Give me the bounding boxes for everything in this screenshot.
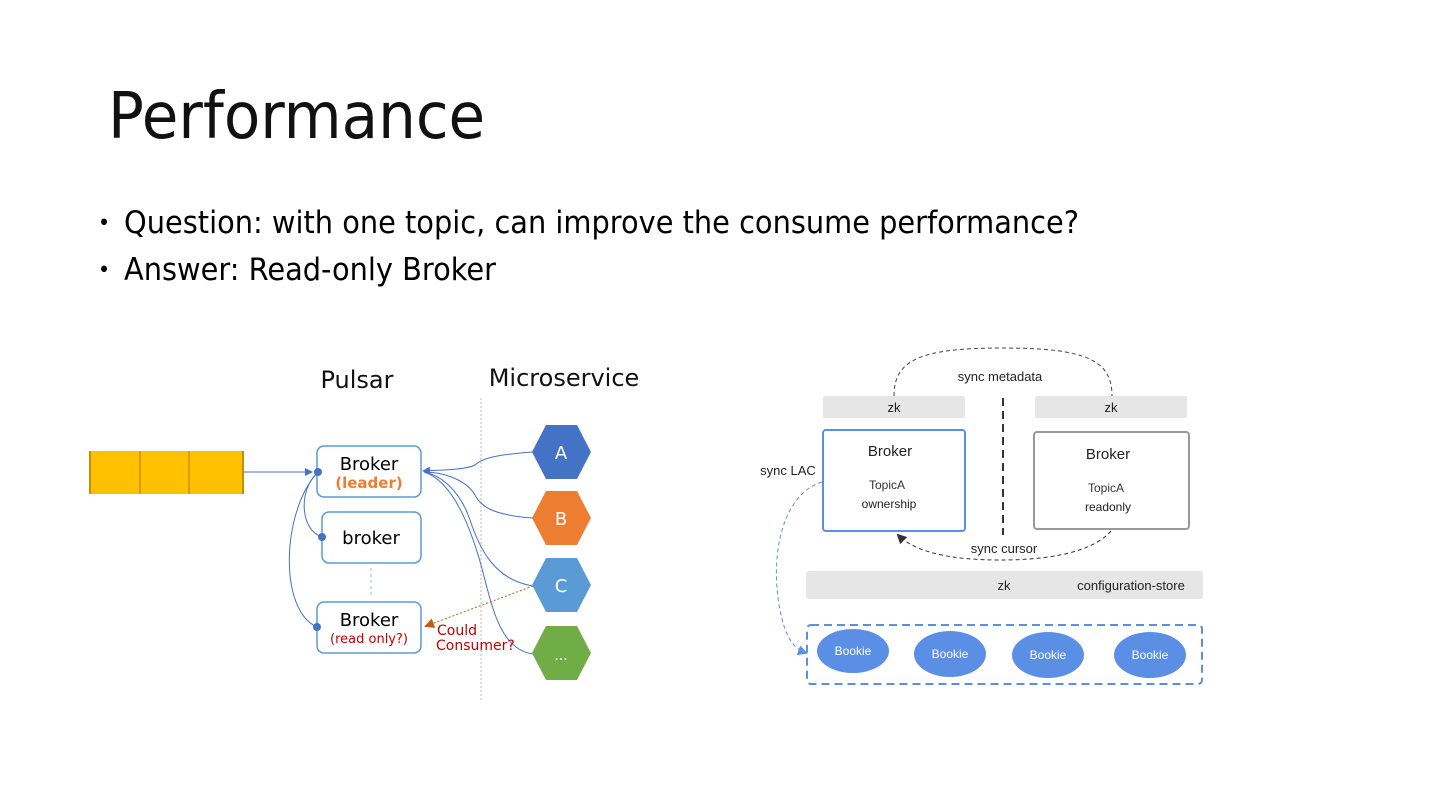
annotation-line-1: Could — [437, 623, 477, 639]
broker-connector-dot — [318, 533, 326, 541]
service-label: B — [555, 509, 567, 530]
bookie-cluster — [806, 624, 1203, 685]
bookie-label: Bookie — [932, 647, 969, 661]
broker-owner-role: ownership — [862, 497, 917, 511]
broker-readonly-role-right: readonly — [1085, 500, 1131, 514]
bullet-text: Answer: Read-only Broker — [124, 252, 497, 288]
broker-readonly-role: (read only?) — [330, 632, 408, 647]
broker-readonly-topic: TopicA — [1088, 481, 1124, 495]
hexagon-icon — [532, 626, 591, 680]
config-zk-label: zk — [998, 578, 1012, 593]
queue-body — [89, 451, 244, 494]
service-a[interactable]: A — [532, 425, 591, 479]
service-label: C — [555, 576, 568, 597]
bookie-node[interactable]: Bookie — [914, 631, 986, 677]
microservice-label: Microservice — [489, 364, 640, 392]
left-diagram: Pulsar Microservice Broker (leader) brok… — [89, 364, 639, 700]
sync-cursor-arrow — [896, 530, 1112, 561]
broker-leader-role: (leader) — [335, 474, 402, 492]
sync-cursor-label: sync cursor — [971, 541, 1038, 556]
readonly-connector-dot — [313, 623, 321, 631]
service-c-link — [423, 471, 534, 587]
sync-metadata-label: sync metadata — [958, 369, 1043, 384]
bullet-text: Question: with one topic, can improve th… — [124, 205, 1080, 241]
sync-metadata-arc — [893, 347, 1113, 397]
hexagon-icon — [532, 491, 591, 545]
consumer-links — [422, 451, 534, 655]
bookie-ellipse — [1114, 632, 1186, 678]
broker-readonly-title: Broker — [1086, 446, 1130, 463]
zk-right-bar — [1035, 396, 1187, 418]
broker-owner-topic: TopicA — [869, 478, 905, 492]
bookie-label: Bookie — [1030, 648, 1067, 662]
broker-name: broker — [342, 528, 400, 549]
zk-left-bar — [823, 396, 965, 418]
bullet-question: • Question: with one topic, can improve t… — [98, 200, 1079, 247]
right-diagram: sync metadata zk zk Broker TopicA owners… — [760, 347, 1203, 685]
service-label: ... — [554, 648, 567, 664]
bullet-dot: • — [98, 258, 111, 283]
hexagon-icon — [532, 425, 591, 479]
message-queue — [89, 451, 244, 494]
service-a-link — [422, 451, 534, 475]
slide-title: Performance — [108, 80, 486, 154]
bookie-node[interactable]: Bookie — [1012, 632, 1084, 678]
annotation-line-2: Consumer? — [436, 638, 515, 654]
bookie-label: Bookie — [1132, 648, 1169, 662]
sync-lac-arrow — [775, 481, 823, 656]
service-b-link — [423, 471, 534, 519]
config-store-label: configuration-store — [1077, 578, 1185, 593]
service-c[interactable]: C — [532, 558, 591, 612]
zk-right-label: zk — [1105, 400, 1119, 415]
bookie-node[interactable]: Bookie — [1114, 632, 1186, 678]
broker-readonly-name: Broker — [340, 610, 399, 631]
broker-owner-title: Broker — [868, 443, 912, 460]
configuration-store-bar — [806, 571, 1203, 599]
bullet-list: • Question: with one topic, can improve t… — [98, 200, 1153, 294]
leader-to-readonly-link — [288, 471, 319, 628]
bookie-ellipse — [817, 629, 889, 673]
bullet-answer: • Answer: Read-only Broker — [98, 247, 1079, 294]
bookie-label: Bookie — [835, 644, 872, 658]
bookie-ellipse — [1012, 632, 1084, 678]
could-consume-arrow — [424, 585, 534, 628]
hexagon-icon — [532, 558, 591, 612]
bookie-ellipse — [914, 631, 986, 677]
sync-lac-label: sync LAC — [760, 463, 816, 478]
zk-left-label: zk — [888, 400, 902, 415]
broker-readonly-box-right[interactable] — [1033, 431, 1190, 530]
broker-owner-box[interactable] — [822, 429, 966, 532]
pulsar-label: Pulsar — [320, 366, 393, 394]
bookie-node[interactable]: Bookie — [817, 629, 889, 673]
bullet-dot: • — [98, 211, 111, 236]
service-more[interactable]: ... — [532, 626, 591, 680]
service-b[interactable]: B — [532, 491, 591, 545]
broker-leader-name: Broker — [340, 454, 399, 475]
service-label: A — [555, 443, 568, 464]
service-more-link — [423, 471, 534, 655]
